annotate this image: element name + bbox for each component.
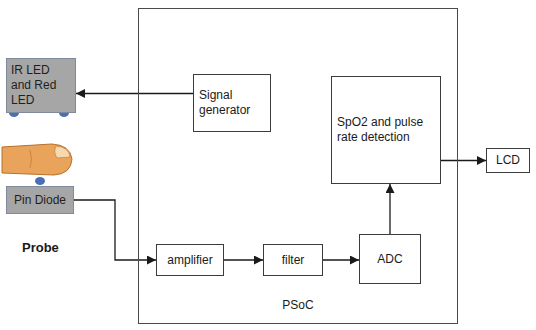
probe-label: Probe xyxy=(22,240,59,255)
output-box: LCD xyxy=(486,148,530,173)
box-label: amplifier xyxy=(167,253,212,268)
led-box: IR LED and Red LED xyxy=(6,58,76,113)
box-label: PSoC xyxy=(282,298,313,313)
signal-arrow xyxy=(389,184,390,234)
process-box: amplifier xyxy=(156,244,224,276)
box-label: LCD xyxy=(496,153,520,168)
signal-arrow xyxy=(224,259,263,260)
diode-dot xyxy=(35,177,45,185)
box-label: ADC xyxy=(377,252,402,267)
process-box: ADC xyxy=(359,234,421,284)
finger-shape xyxy=(2,144,72,175)
signal-arrow xyxy=(441,160,486,161)
signal-arrow xyxy=(323,259,359,260)
process-box: SpO2 and pulse rate detection xyxy=(331,76,441,184)
finger-illustration xyxy=(2,144,72,175)
box-label: SpO2 and pulse rate detection xyxy=(337,115,435,145)
finger-crease xyxy=(30,150,32,168)
box-label: Pin Diode xyxy=(14,193,66,208)
box-label: filter xyxy=(282,253,305,268)
finger-nail xyxy=(55,146,70,158)
process-box: Signal generator xyxy=(193,74,271,132)
process-box: filter xyxy=(263,244,323,276)
box-label: IR LED and Red LED xyxy=(11,63,71,108)
diode-box: Pin Diode xyxy=(6,186,74,214)
chip-boundary: PSoC Signal generatorSpO2 and pulse rate … xyxy=(138,8,458,324)
signal-arrow xyxy=(74,200,156,260)
box-label: Signal generator xyxy=(199,88,265,118)
signal-arrow xyxy=(76,93,193,94)
